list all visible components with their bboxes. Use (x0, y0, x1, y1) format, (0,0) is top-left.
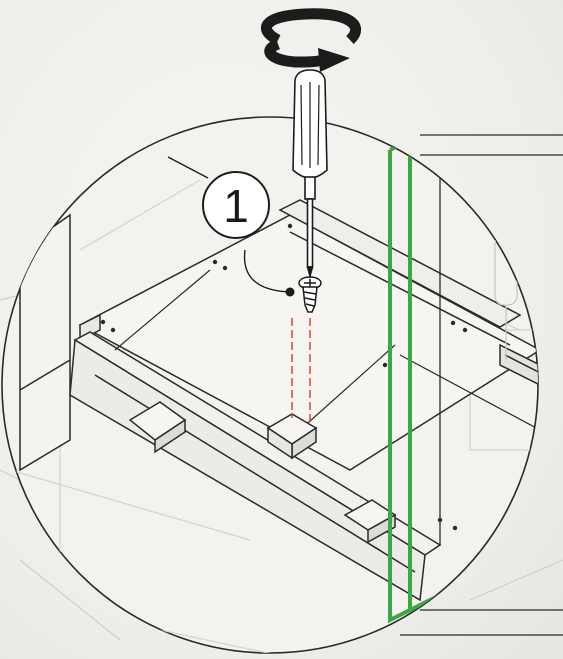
back-rail (278, 199, 522, 346)
base-detail-lines (114, 269, 538, 431)
clockwise-rotation-arrow-icon (261, 8, 361, 72)
screw-holes (100, 223, 468, 531)
frame-lines (400, 134, 563, 636)
callout-number-label: 1 (223, 180, 249, 232)
mounting-block-center (266, 413, 318, 460)
drawer-slide-rail (499, 343, 538, 397)
screw-icon (298, 276, 322, 313)
mounting-bracket-left (128, 401, 187, 454)
magnified-detail (1, 116, 539, 654)
cabinet-side-wall (19, 213, 71, 472)
callout-number-badge: 1 (167, 156, 295, 297)
alignment-guide-lines (291, 318, 311, 425)
screwdriver-icon (292, 69, 328, 279)
